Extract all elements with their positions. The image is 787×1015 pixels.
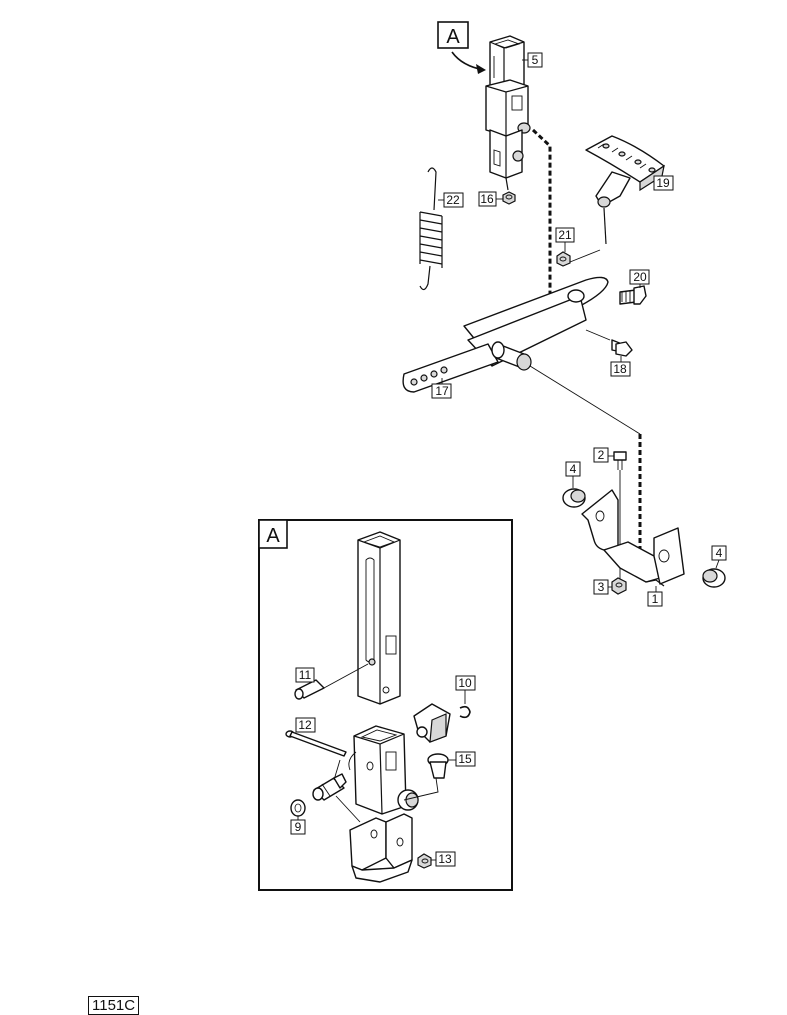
svg-text:13: 13 — [438, 852, 452, 866]
inset-frame — [258, 519, 513, 891]
svg-text:22: 22 — [446, 193, 460, 207]
callout-4-right: 4 — [711, 545, 727, 569]
svg-text:4: 4 — [716, 546, 723, 560]
inset-part-15-button[interactable] — [403, 753, 449, 801]
inset-u-bracket[interactable] — [349, 813, 413, 883]
inset-tag-a: A — [258, 519, 288, 549]
inset-part-12-pin[interactable] — [285, 730, 347, 757]
svg-text:19: 19 — [656, 176, 670, 190]
svg-text:15: 15 — [458, 752, 472, 766]
part-22-spring[interactable] — [419, 167, 443, 291]
callout-19: 19 — [653, 175, 674, 191]
inset-part-10-clip[interactable] — [459, 705, 471, 719]
part-5-tube-assembly[interactable] — [485, 35, 531, 191]
svg-text:9: 9 — [295, 820, 302, 834]
callout-21: 21 — [555, 227, 575, 252]
inset-link-plunger — [335, 795, 361, 823]
callout-18: 18 — [610, 356, 631, 377]
svg-text:12: 12 — [298, 718, 312, 732]
detail-tag-a-text: A — [446, 26, 460, 48]
svg-text:4: 4 — [570, 462, 577, 476]
inset-wedge-block[interactable] — [413, 703, 451, 743]
inset-part-9-ring[interactable] — [290, 799, 306, 817]
callout-15: 15 — [448, 751, 476, 767]
callout-2: 2 — [593, 447, 614, 463]
callout-20: 20 — [629, 269, 650, 288]
callout-5: 5 — [522, 52, 543, 68]
svg-text:11: 11 — [299, 668, 312, 682]
callout-3: 3 — [593, 579, 612, 595]
callout-22: 22 — [438, 192, 464, 208]
leader-18 — [585, 329, 611, 341]
svg-text:1: 1 — [652, 592, 659, 606]
part-21-nut[interactable] — [556, 251, 571, 267]
part-17-lever[interactable] — [402, 276, 609, 393]
inset-short-tube[interactable] — [348, 725, 419, 815]
link-line-21 — [569, 249, 601, 263]
callout-4-left: 4 — [565, 461, 581, 488]
part-4-bushing-right[interactable] — [702, 568, 726, 588]
drawing-code: 1151C — [88, 996, 140, 1015]
svg-text:3: 3 — [598, 580, 605, 594]
svg-text:18: 18 — [613, 362, 627, 376]
svg-text:20: 20 — [633, 270, 647, 284]
inset-tag-a-text: A — [266, 525, 280, 547]
part-3-nut[interactable] — [611, 577, 627, 595]
callout-9: 9 — [290, 816, 306, 835]
detail-tag-a[interactable]: A — [437, 21, 469, 49]
callout-13: 13 — [431, 851, 456, 867]
svg-text:5: 5 — [532, 53, 539, 67]
part-19-pedal[interactable] — [585, 135, 665, 245]
inset-long-tube[interactable] — [357, 531, 401, 705]
callout-10: 10 — [455, 675, 476, 704]
inset-part-11-pin[interactable] — [294, 663, 369, 700]
callout-12: 12 — [295, 717, 316, 733]
part-1-bracket[interactable] — [581, 489, 685, 587]
callout-11: 11 — [295, 667, 315, 683]
link-line-lever-to-bracket — [529, 365, 641, 435]
callout-17: 17 — [431, 378, 452, 399]
svg-text:16: 16 — [480, 192, 494, 206]
callout-16: 16 — [478, 191, 503, 207]
link-line-tube-to-lever — [531, 128, 552, 306]
part-20-bolt[interactable] — [619, 285, 647, 305]
inset-link-pin-12 — [333, 759, 341, 781]
part-4-bushing-left[interactable] — [562, 488, 586, 508]
inset-part-13-nut[interactable] — [417, 853, 432, 869]
callout-1: 1 — [647, 586, 663, 607]
part-18-bolt[interactable] — [611, 339, 633, 357]
part-16-nut[interactable] — [502, 191, 516, 205]
svg-text:17: 17 — [435, 384, 449, 398]
detail-arrowhead — [476, 64, 486, 74]
svg-text:21: 21 — [558, 228, 572, 242]
inset-plunger[interactable] — [312, 773, 347, 801]
svg-text:2: 2 — [598, 448, 605, 462]
svg-text:10: 10 — [458, 676, 472, 690]
